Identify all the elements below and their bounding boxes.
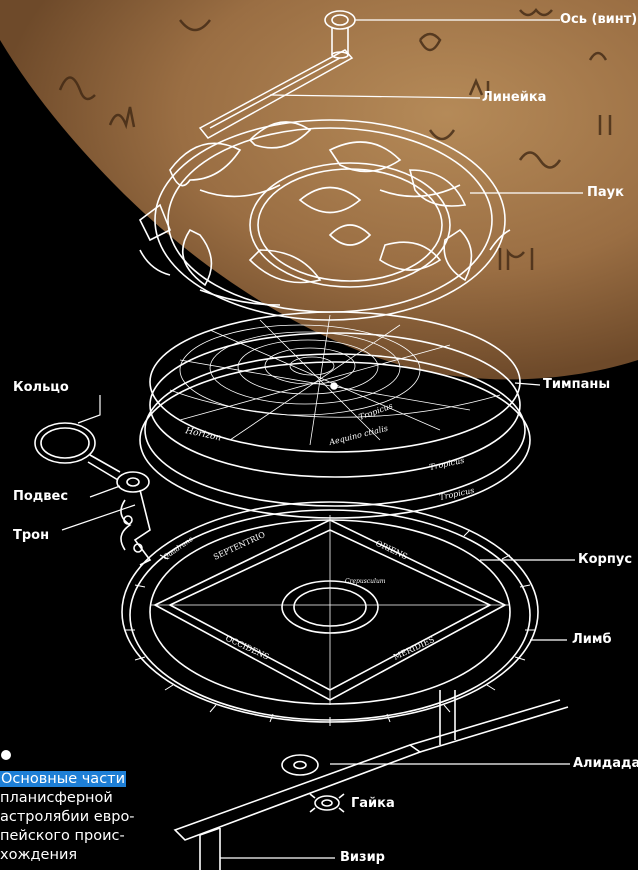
label-hanger: Подвес xyxy=(13,489,68,505)
caption-line-1: планисферной xyxy=(0,789,160,808)
label-sight: Визир xyxy=(340,850,385,866)
engraving-tropicus-1: Tropicus xyxy=(358,401,394,422)
nut xyxy=(310,794,344,812)
label-tympans: Тимпаны xyxy=(543,377,610,393)
label-spider: Паук xyxy=(587,185,624,201)
caption-highlight: Основные части xyxy=(0,771,126,787)
caption-line-3: пейского проис- xyxy=(0,827,160,846)
caption-line-2: астролябии евро- xyxy=(0,808,160,827)
figure-caption: Основные части планисферной астролябии е… xyxy=(0,770,160,865)
caption-bullet-icon xyxy=(1,750,11,760)
engraving-meridies: MERIDIES xyxy=(392,635,436,662)
engraving-occidens: OCCIDENS xyxy=(224,634,270,662)
label-ring: Кольцо xyxy=(13,380,69,396)
label-throne: Трон xyxy=(13,528,49,544)
mater-body xyxy=(122,502,538,726)
label-limb: Лимб xyxy=(572,632,612,648)
label-nut: Гайка xyxy=(351,796,395,812)
engraving-quadrans: Quadrans xyxy=(162,535,195,562)
engraving-aequino: Aequino ctialis xyxy=(327,424,388,448)
engraving-tropicus-2: Tropicus xyxy=(429,456,466,472)
label-axis: Ось (винт) xyxy=(560,12,637,28)
caption-line-4: хождения xyxy=(0,846,160,865)
engraving-horizon: Horizon xyxy=(183,426,222,444)
engraving-oriens: ORIENS xyxy=(374,539,409,562)
engraving-crepusculum: Crepusculum xyxy=(345,578,386,585)
engraving-septentrio: SEPTENTRIO xyxy=(212,530,267,562)
label-alidade: Алидада xyxy=(573,756,638,772)
label-ruler: Линейка xyxy=(482,90,546,106)
label-body: Корпус xyxy=(578,552,632,568)
